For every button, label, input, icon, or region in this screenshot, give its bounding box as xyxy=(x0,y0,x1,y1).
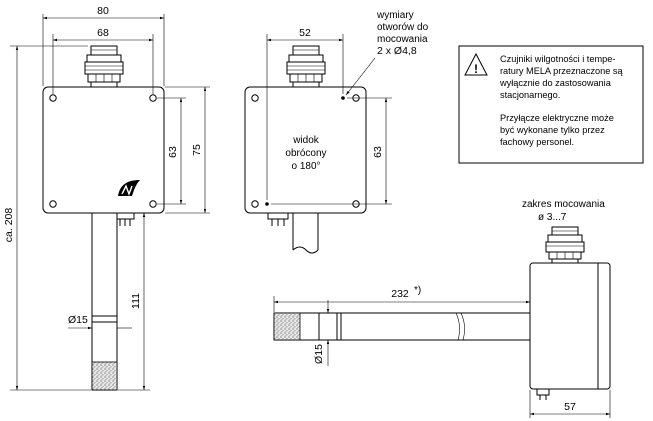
dim-label-d15-side: Ø15 xyxy=(313,344,325,364)
back-mounting-holes xyxy=(265,96,345,206)
dim-back-width-holes: 52 xyxy=(266,27,344,200)
warning-triangle-icon: ! xyxy=(464,52,488,76)
back-view: widok obrócony o 180° 52 63 wymiary xyxy=(244,10,429,254)
warning-line-3: wyłącznie do zastosowania xyxy=(499,78,612,88)
warning-line-6: być wykonane tylko przez xyxy=(500,125,605,135)
dim-label-111: 111 xyxy=(130,293,142,309)
back-view-label-line1: widok xyxy=(292,135,320,146)
svg-text:!: ! xyxy=(474,62,478,76)
dim-probe-diameter-front: Ø15 xyxy=(68,314,132,330)
mounting-note-line1: wymiary xyxy=(376,10,414,21)
front-bottom-connector xyxy=(115,212,135,220)
warning-line-5: Przyłącze elektryczne może xyxy=(500,113,614,123)
dim-probe-length-side: 232 *) xyxy=(273,285,531,312)
dim-label-57: 57 xyxy=(564,401,576,413)
dim-label-80: 80 xyxy=(97,5,109,17)
dim-label-52: 52 xyxy=(299,27,311,39)
mounting-note-line2: otworów do xyxy=(377,22,429,33)
back-cable-gland xyxy=(286,45,326,89)
front-mounting-holes xyxy=(49,94,157,208)
dim-probe-length-front: 111 xyxy=(118,212,150,391)
front-housing xyxy=(42,86,165,214)
front-probe xyxy=(91,212,118,391)
clamp-range-line1: zakres mocowania xyxy=(522,199,605,210)
dim-label-68: 68 xyxy=(97,27,109,39)
back-housing xyxy=(244,86,367,214)
dim-label-208: ca. 208 xyxy=(3,208,15,243)
warning-line-7: fachowy personel. xyxy=(500,137,574,147)
dim-label-d15-front: Ø15 xyxy=(68,314,88,326)
dim-label-75: 75 xyxy=(191,144,203,156)
dim-side-depth: 57 xyxy=(529,390,611,418)
side-housing xyxy=(529,262,611,390)
warning-line-4: stacjonarnego. xyxy=(500,90,560,100)
mounting-note-line3: mocowania xyxy=(377,34,428,45)
dim-label-63-front: 63 xyxy=(167,146,179,158)
dim-overall-height: ca. 208 xyxy=(3,45,91,391)
dim-front-height-outer: 75 xyxy=(165,86,210,214)
mounting-note: wymiary otworów do mocowania 2 x Ø4,8 xyxy=(345,10,429,96)
front-view: 80 68 63 75 ca. 208 xyxy=(3,5,210,391)
dim-front-width-holes: 68 xyxy=(52,27,154,94)
dim-label-63-back: 63 xyxy=(372,146,384,158)
dim-front-height-holes: 63 xyxy=(157,97,186,205)
clamp-range-line2: ø 3...7 xyxy=(538,212,567,223)
dim-front-width-outer: 80 xyxy=(42,5,165,86)
mela-logo xyxy=(118,180,140,196)
dim-label-232: 232 xyxy=(391,288,409,300)
mounting-note-line4: 2 x Ø4,8 xyxy=(377,45,417,57)
warning-line-1: Czujniki wilgotności i tempe- xyxy=(500,54,615,64)
warning-box: ! Czujniki wilgotności i tempe- ratury M… xyxy=(458,45,644,164)
dim-probe-diameter-side: Ø15 xyxy=(313,300,330,366)
back-probe-stub xyxy=(292,213,319,254)
dim-back-height-holes: 63 xyxy=(271,97,392,205)
back-view-label-line2: obrócony xyxy=(285,148,326,159)
back-view-label-line3: o 180° xyxy=(291,161,320,172)
side-probe xyxy=(273,312,531,341)
back-bottom-connector xyxy=(267,212,289,220)
side-cable-gland xyxy=(545,226,585,265)
warning-line-2: ratury MELA przeznaczone są xyxy=(500,66,623,76)
side-view: zakres mocowania ø 3...7 xyxy=(273,199,611,418)
front-cable-gland xyxy=(84,45,124,89)
dim-label-232-footnote: *) xyxy=(414,285,421,296)
side-bottom-connector xyxy=(536,388,550,396)
